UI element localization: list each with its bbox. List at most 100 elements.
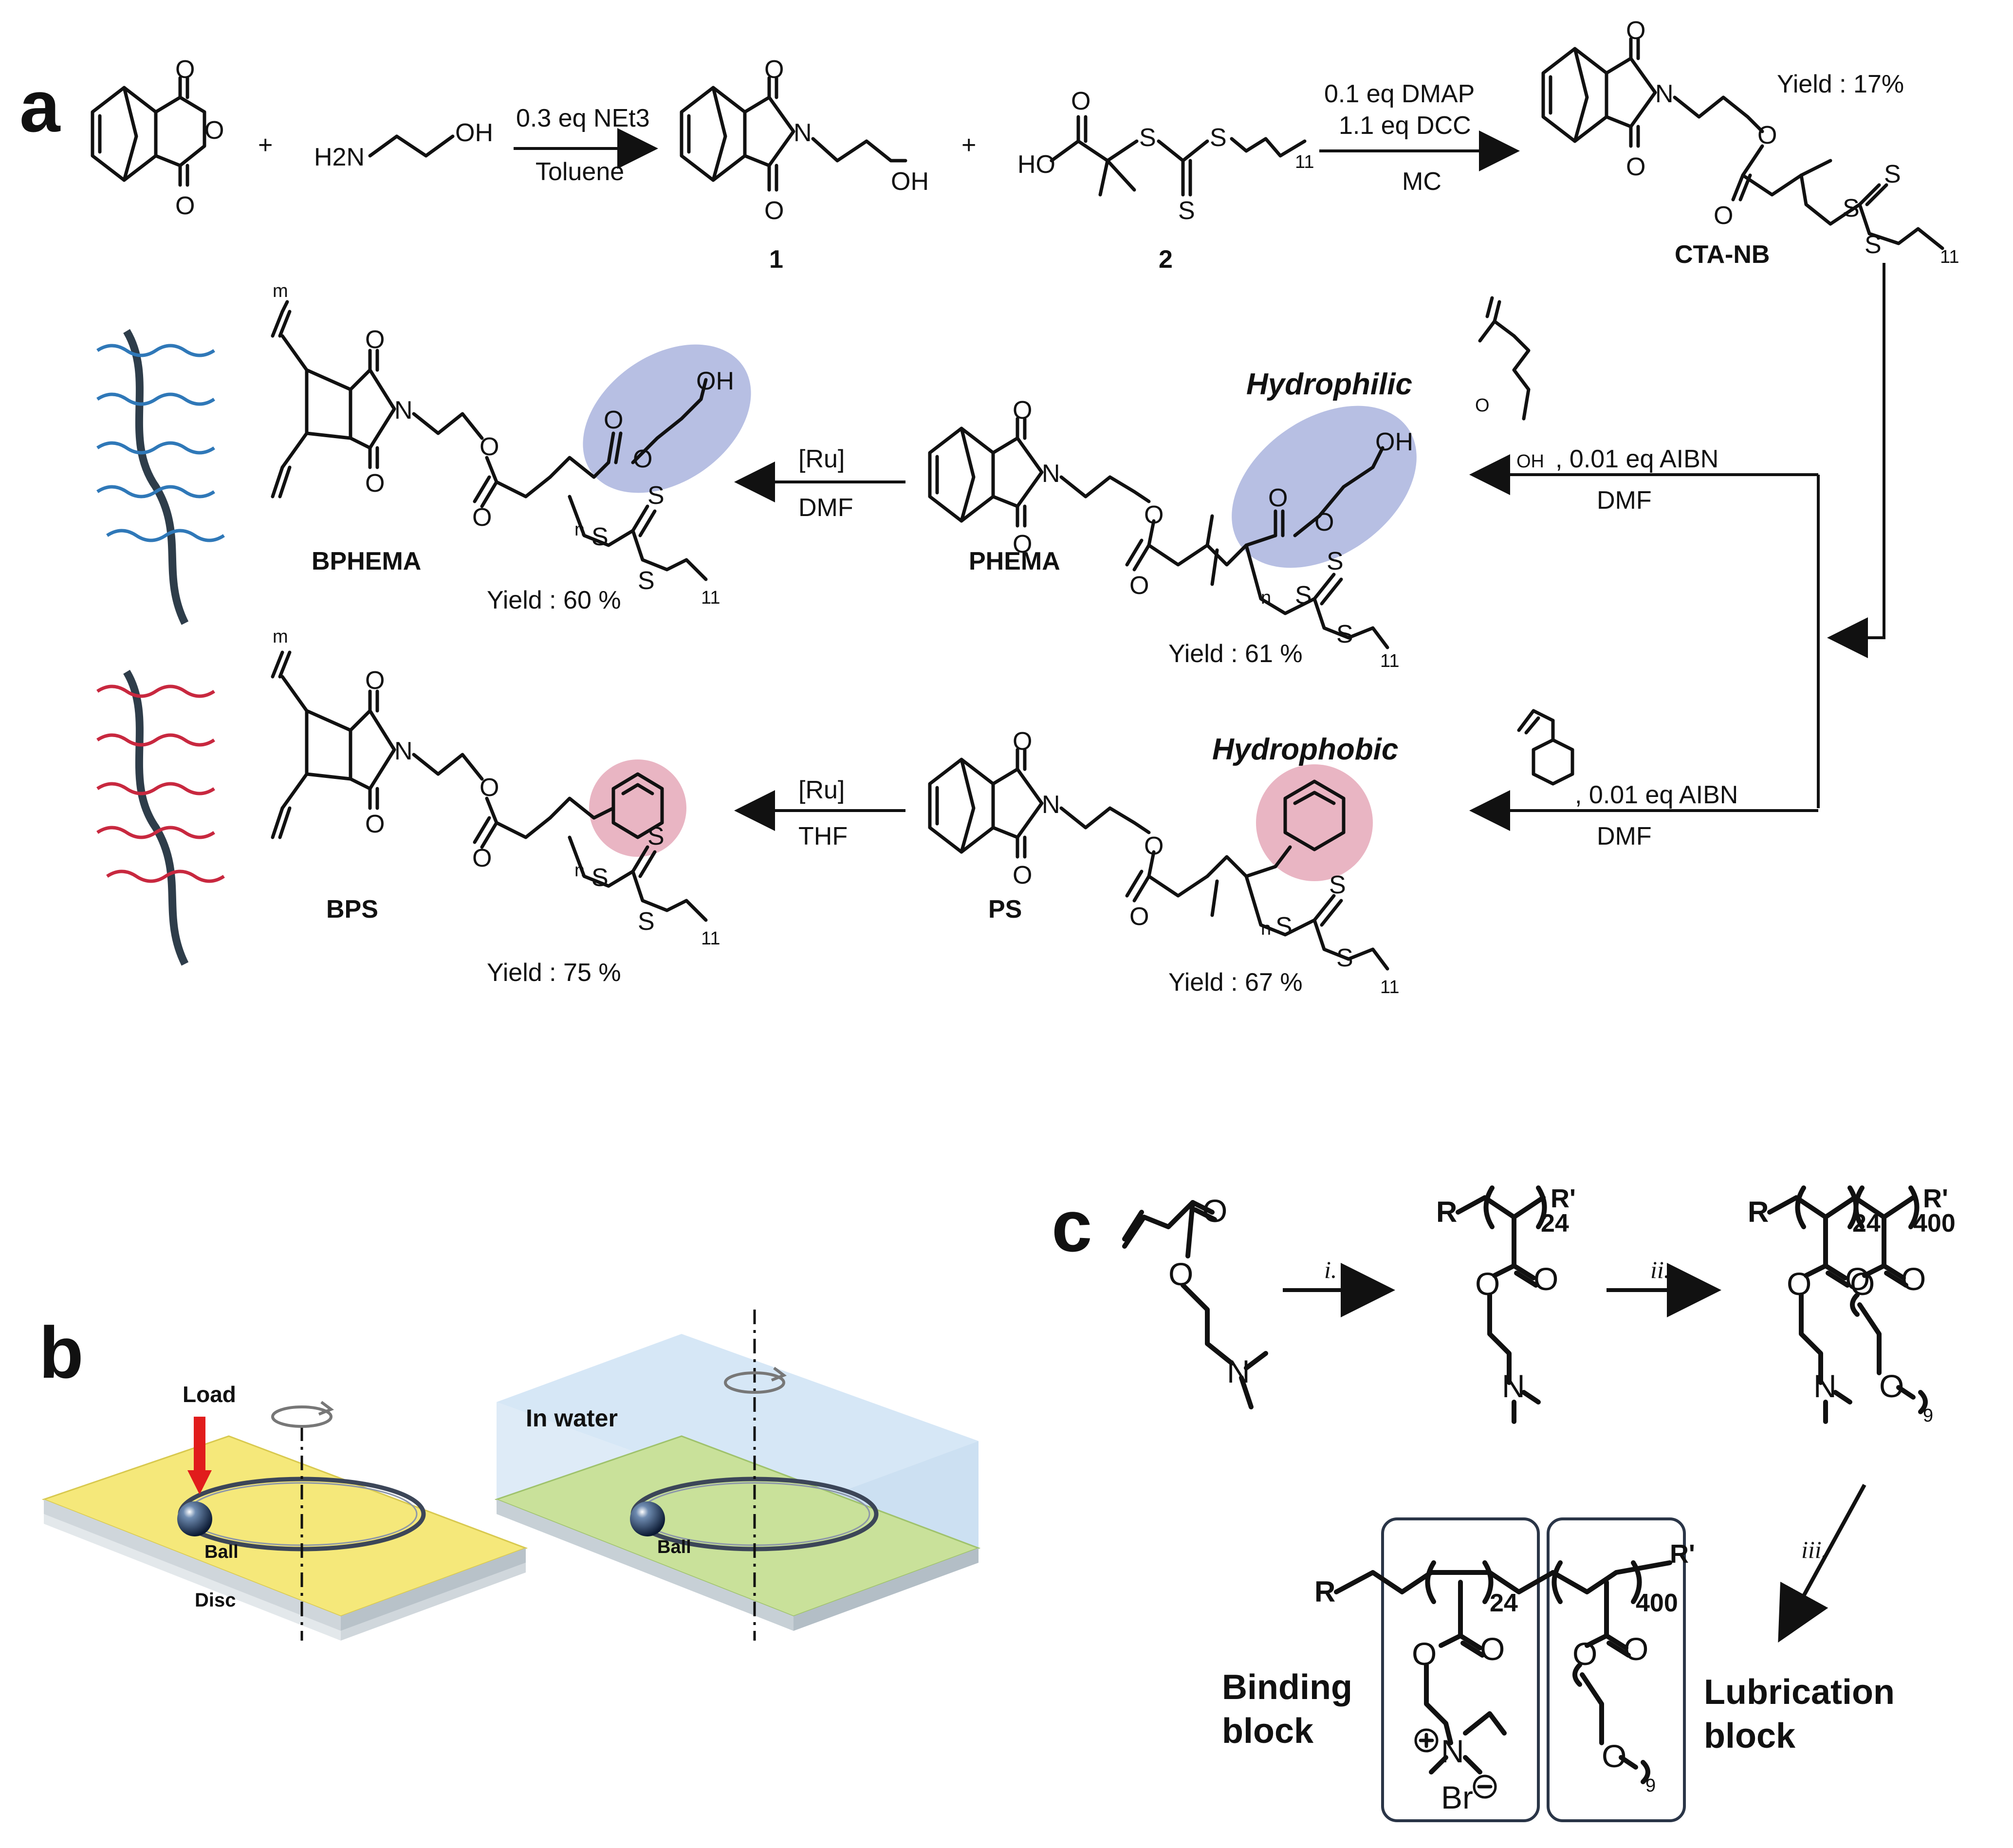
phema-label: PHEMA <box>969 547 1060 575</box>
dp-400: 400 <box>1636 1589 1678 1617</box>
romp-solvent-hydrophobic: THF <box>798 822 848 850</box>
acid-label: HO <box>1017 150 1055 179</box>
cta-name: CTA-NB <box>1675 240 1770 269</box>
plus-sign: + <box>961 131 976 159</box>
atom-n: N <box>1441 1733 1464 1769</box>
atom-o: O <box>1202 1193 1227 1229</box>
atom-o: O <box>1412 1636 1437 1672</box>
romp-solvent-hydrophilic: DMF <box>798 494 853 522</box>
cta-to-rafts-arrow <box>1827 263 1885 658</box>
atom-s: S <box>1329 871 1346 899</box>
atom-o: O <box>1787 1266 1811 1302</box>
atom-s: S <box>1327 547 1344 575</box>
atom-o: O <box>472 844 492 872</box>
atom-o: O <box>1901 1261 1926 1297</box>
subscript-11: 11 <box>1380 977 1399 998</box>
diblock-copolymer: R 24 400 R' O O N O O O 9 <box>1748 1184 1956 1426</box>
atom-o: O <box>1850 1266 1875 1302</box>
atom-o: O <box>1714 202 1733 230</box>
compound-2-label: 2 <box>1159 245 1173 274</box>
step1-solvent: Toluene <box>536 158 624 186</box>
atom-o: O <box>1144 832 1163 860</box>
atom-o: O <box>1626 17 1645 45</box>
atom-n: N <box>1655 80 1674 108</box>
atom-o: O <box>480 774 499 802</box>
panel-label-b: b <box>39 1312 84 1393</box>
atom-o: O <box>1480 1631 1505 1667</box>
dry-tribometer: Load Ball Disc <box>41 1382 528 1641</box>
load-arrow <box>194 1417 205 1470</box>
atom-o: O <box>365 326 385 354</box>
panel-b: b Load Ball Disc <box>39 1310 981 1641</box>
atom-o: O <box>365 810 385 838</box>
hydrophilic-label: Hydrophilic <box>1246 368 1412 401</box>
step2-reagent1: 0.1 eq DMAP <box>1324 80 1475 108</box>
atom-o: O <box>1475 1266 1500 1302</box>
r-prime-group: R' <box>1551 1184 1576 1213</box>
atom-s: S <box>1843 194 1860 222</box>
repeat-n: n <box>574 860 585 881</box>
atom-n: N <box>794 119 812 147</box>
dp-24: 24 <box>1541 1209 1569 1238</box>
hydrophilic-solvent: DMF <box>1597 486 1652 515</box>
atom-o: O <box>1624 1631 1648 1667</box>
atom-s: S <box>1139 124 1156 152</box>
atom-s: S <box>1336 620 1353 648</box>
atom-s: S <box>638 907 655 936</box>
bphema-brush-cartoon <box>96 329 225 625</box>
atom-oh: OH <box>696 367 734 395</box>
atom-o: O <box>1602 1738 1626 1774</box>
atom-n: N <box>1227 1353 1250 1389</box>
lubrication-label-line1: Lubrication <box>1704 1673 1895 1712</box>
atom-o: O <box>1013 861 1032 889</box>
load-label: Load <box>183 1382 236 1407</box>
r-prime-group: R' <box>1670 1539 1695 1569</box>
dp-24: 24 <box>1490 1589 1518 1617</box>
binding-label-line1: Binding <box>1222 1668 1352 1707</box>
romp-catalyst-hydrophilic: [Ru] <box>798 445 845 473</box>
atom-o: O <box>1013 396 1032 425</box>
r-group: R <box>1436 1196 1457 1228</box>
atom-s: S <box>1210 124 1227 152</box>
subscript-11: 11 <box>701 928 720 949</box>
hydroxyl-label: OH <box>455 119 493 147</box>
atom-o: O <box>472 503 492 532</box>
atom-o: O <box>1129 572 1149 600</box>
repeat-m: m <box>273 281 288 301</box>
atom-o: O <box>1757 121 1777 149</box>
panel-c: c O O N i. R R' 24 O O <box>1052 1184 1956 1822</box>
hydrophobic-solvent: DMF <box>1597 822 1652 850</box>
atom-s: S <box>1884 160 1901 188</box>
repeat-n: n <box>1261 919 1271 939</box>
lubrication-block-box <box>1547 1517 1686 1822</box>
atom-o: O <box>764 197 784 225</box>
binding-label-line2: block <box>1222 1712 1314 1751</box>
atom-s: S <box>1865 231 1882 259</box>
norbornene-anhydride: O O O <box>91 55 224 220</box>
peg-9: 9 <box>1923 1405 1933 1426</box>
r-group: R <box>1314 1575 1335 1608</box>
subscript-11: 11 <box>1295 152 1314 172</box>
atom-o: O <box>365 469 385 498</box>
atom-o: O <box>1572 1636 1597 1672</box>
atom-o: O <box>1071 87 1090 115</box>
hydrophobic-label: Hydrophobic <box>1212 733 1398 766</box>
bromide-label: Br <box>1441 1779 1473 1815</box>
atom-s: S <box>638 567 655 595</box>
atom-o: O <box>604 406 623 434</box>
atom-s: S <box>591 864 609 892</box>
ps-yield: Yield : 67 % <box>1168 968 1303 997</box>
atom-o: O <box>633 445 652 473</box>
plus-sign: + <box>258 131 273 159</box>
disc-label: Disc <box>195 1589 236 1611</box>
atom-o: O <box>480 433 499 461</box>
atom-s: S <box>591 523 609 551</box>
subscript-11: 11 <box>1380 651 1399 671</box>
subscript-11: 11 <box>1940 247 1959 267</box>
step-i-label: i. <box>1324 1256 1337 1283</box>
quaternized-diblock: R 24 400 R' O O N Br O <box>1314 1517 1695 1822</box>
dp-400: 400 <box>1913 1209 1956 1238</box>
ps-structure: N O O O O n S S S 11 <box>928 727 1399 998</box>
phema-structure: N O O O O O O OH n S S S 11 <box>928 396 1417 671</box>
